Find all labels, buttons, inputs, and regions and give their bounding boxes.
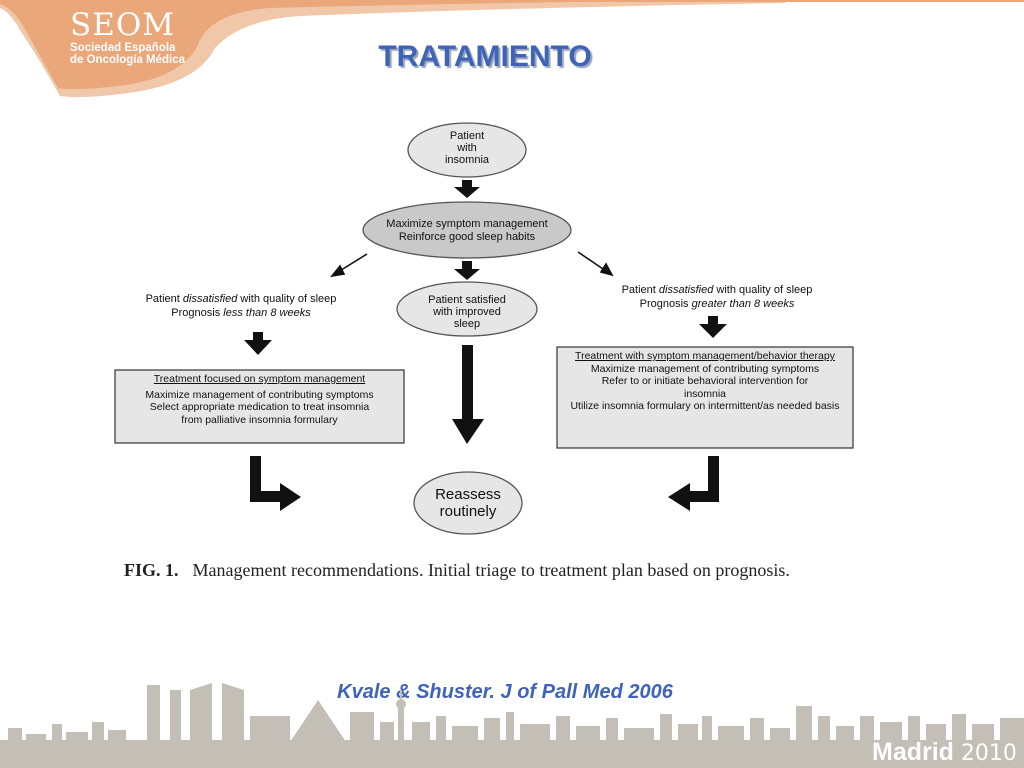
right-condition-pre2: Prognosis [639, 298, 692, 310]
citation: Kvale & Shuster. J of Pall Med 2006 [337, 681, 673, 703]
left-condition-em1: dissatisfied [182, 293, 238, 305]
arrow-down-left [244, 332, 272, 355]
left-condition-pre1: Patient [145, 293, 183, 305]
footer-year: 2010 [960, 741, 1017, 766]
left-box-item: Select appropriate medication to treat i… [149, 401, 370, 414]
right-condition: Patient dissatisfied with quality of sle… [594, 283, 840, 311]
arrow-elbow-right [668, 456, 719, 511]
arrow-diagonal-right [577, 251, 614, 277]
footer-brand: Madrid 2010 [872, 738, 1017, 767]
end-node-label: Reassess routinely [435, 486, 501, 520]
start-node [407, 122, 527, 178]
figure-label: FIG. 1. [124, 560, 179, 580]
left-condition-em2: less than 8 weeks [223, 307, 311, 319]
right-box-heading: Treatment with symptom management/behavi… [575, 350, 835, 362]
satisfied-node-label: Patient satisfied with improved sleep [428, 294, 506, 330]
logo-subtitle-line2: de Oncología Médica [70, 54, 186, 66]
right-box-content: Treatment with symptom management/behavi… [562, 350, 848, 413]
left-condition-post1: with quality of sleep [237, 293, 337, 305]
logo-title: SEOM [70, 7, 176, 43]
left-condition-pre2: Prognosis [171, 307, 224, 319]
left-box-item: Maximize management of contributing symp… [145, 388, 374, 401]
left-box-content: Treatment focused on symptom management … [117, 373, 402, 426]
arrow-elbow-left [250, 456, 301, 511]
flowchart-diagram [114, 122, 854, 535]
step1-node-label: Maximize symptom management Reinforce go… [386, 218, 548, 243]
arrow-down-long [452, 345, 484, 444]
arrow-down-1 [454, 180, 480, 198]
right-box-item: Refer to or initiate behavioral interven… [601, 375, 809, 400]
right-condition-post1: with quality of sleep [713, 284, 813, 296]
left-condition: Patient dissatisfied with quality of sle… [118, 292, 364, 320]
right-treatment-box [556, 346, 854, 449]
header-band [0, 0, 1024, 98]
figure-caption: FIG. 1. Management recommendations. Initi… [124, 560, 790, 581]
logo-subtitle-line1: Sociedad Española [70, 42, 176, 54]
step1-node [362, 201, 572, 259]
satisfied-node [396, 281, 538, 337]
right-box-item: Utilize insomnia formulary on intermitte… [570, 400, 840, 413]
slide-title: TRATAMIENTO [378, 40, 592, 73]
right-condition-em2: greater than 8 weeks [691, 298, 795, 310]
footer-city: Madrid [872, 738, 954, 766]
right-box-item: Maximize management of contributing symp… [590, 362, 820, 375]
left-treatment-box [114, 369, 405, 444]
end-node [413, 471, 523, 535]
start-node-label: Patient with insomnia [444, 130, 490, 166]
arrow-diagonal-left [330, 253, 368, 278]
seom-logo: SEOM Sociedad Española de Oncología Médi… [70, 8, 185, 66]
right-condition-em1: dissatisfied [658, 284, 714, 296]
figure-caption-text: Management recommendations. Initial tria… [192, 560, 790, 580]
left-box-item: from palliative insomnia formulary [181, 413, 338, 426]
arrow-down-2 [454, 261, 480, 280]
left-box-heading: Treatment focused on symptom management [153, 373, 366, 385]
right-condition-pre1: Patient [621, 284, 659, 296]
arrow-down-right [699, 316, 727, 338]
